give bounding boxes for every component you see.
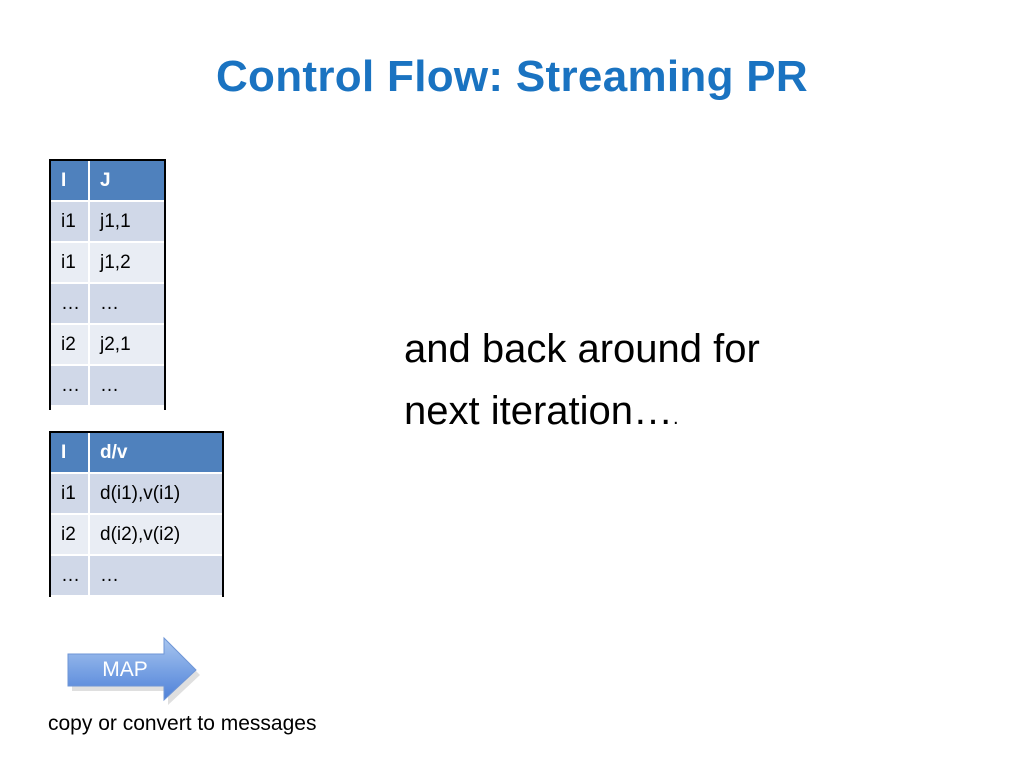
table-cell: d(i2),v(i2): [89, 514, 222, 556]
side-note-trailing-dot: .: [673, 407, 679, 429]
table-row: … …: [51, 365, 164, 407]
table-left-border: [49, 161, 51, 410]
table-row: … …: [51, 555, 222, 597]
table-right-border: [164, 161, 166, 410]
table-right-border: [222, 433, 224, 597]
table-row: i1 j1,1: [51, 201, 164, 243]
side-note-line-1: and back around for: [404, 327, 760, 371]
column-header-i: I: [51, 161, 90, 202]
table-header-row: I d/v: [51, 433, 222, 474]
column-header-i: I: [51, 433, 90, 474]
edges-table: I J i1 j1,1 i1 j1,2 … … i2 j2,1 … …: [51, 161, 164, 407]
table-cell: j1,2: [89, 242, 164, 284]
table-cell: d(i1),v(i1): [89, 473, 222, 515]
ranks-table: I d/v i1 d(i1),v(i1) i2 d(i2),v(i2) … …: [51, 433, 222, 597]
table-row: i2 j2,1: [51, 324, 164, 366]
arrow-caption: copy or convert to messages: [48, 712, 317, 735]
table-cell: …: [89, 365, 164, 407]
table-row: i2 d(i2),v(i2): [51, 514, 222, 556]
map-arrow: MAP: [66, 636, 202, 706]
table-row: i1 d(i1),v(i1): [51, 473, 222, 515]
side-note-line-2: next iteration….: [404, 380, 760, 449]
column-header-j: J: [89, 161, 164, 202]
table-cell: i2: [51, 324, 90, 366]
side-note-line-2-text: next iteration…: [404, 389, 674, 433]
table-top-border: [49, 431, 224, 433]
column-header-dv: d/v: [89, 433, 222, 474]
table-cell: j2,1: [89, 324, 164, 366]
map-label: MAP: [102, 658, 148, 681]
table-header-row: I J: [51, 161, 164, 202]
table-cell: …: [51, 555, 90, 597]
table-top-border: [49, 159, 166, 161]
table-cell: i2: [51, 514, 90, 556]
slide-title: Control Flow: Streaming PR: [215, 52, 809, 101]
side-note: and back around for next iteration….: [404, 318, 760, 449]
table-cell: …: [89, 283, 164, 325]
table-cell: i1: [51, 242, 90, 284]
table-cell: i1: [51, 473, 90, 515]
table-row: … …: [51, 283, 164, 325]
table-cell: …: [89, 555, 222, 597]
table-cell: …: [51, 283, 90, 325]
table-cell: …: [51, 365, 90, 407]
table-cell: j1,1: [89, 201, 164, 243]
table-row: i1 j1,2: [51, 242, 164, 284]
table-left-border: [49, 433, 51, 597]
right-arrow-icon: [67, 636, 200, 705]
table-cell: i1: [51, 201, 90, 243]
